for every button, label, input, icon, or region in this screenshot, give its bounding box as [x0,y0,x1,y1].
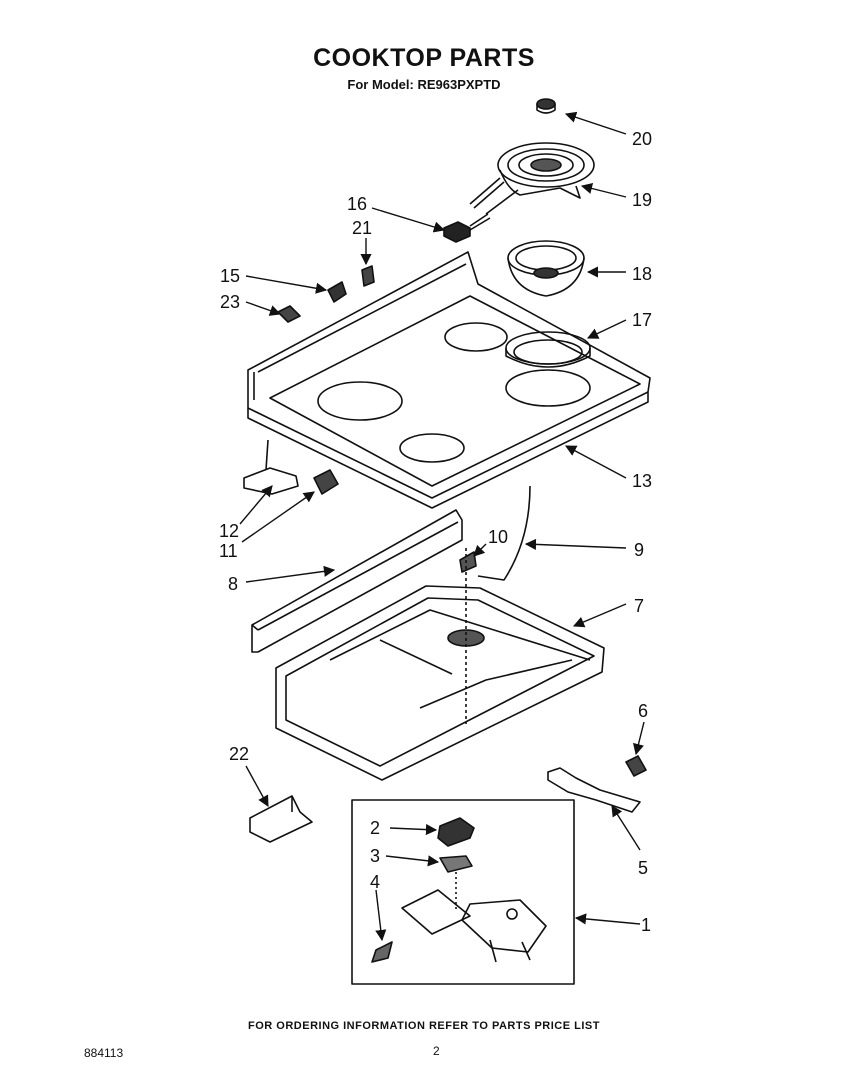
page-number: 2 [433,1044,440,1058]
callout-8: 8 [228,574,238,594]
callout-10: 10 [488,527,508,547]
callout-15: 15 [220,266,240,286]
model-subtitle: For Model: RE963PXPTD [347,77,501,92]
callout-17: 17 [632,310,652,330]
part-18-drip-bowl [507,240,585,297]
part-22-mounting-bracket [249,795,313,843]
part-10-support-clip [459,551,477,573]
callout-labels: 20 19 16 21 18 15 23 17 13 12 11 10 9 8 … [219,129,652,935]
part-9-support-rod [477,485,531,581]
callout-22: 22 [229,744,249,764]
leader-lines [239,111,645,942]
callout-9: 9 [634,540,644,560]
part-3-insulator [439,855,473,873]
part-20-knob-cap [536,98,556,114]
part-23-clip [277,305,301,323]
part-19-surface-element [469,142,595,215]
part-15-bracket [327,281,347,303]
part-2-switch [437,817,475,847]
document-number: 884113 [84,1046,124,1060]
callout-4: 4 [370,872,380,892]
part-12-hinge-pin [243,439,299,495]
callout-20: 20 [632,129,652,149]
switch-assembly-box [351,799,575,985]
callout-12: 12 [219,521,239,541]
callout-21: 21 [352,218,372,238]
part-13-cooktop [247,251,651,509]
callout-19: 19 [632,190,652,210]
callout-3: 3 [370,846,380,866]
part-16-terminal-block [443,213,491,243]
ordering-note: FOR ORDERING INFORMATION REFER TO PARTS … [248,1020,600,1032]
callout-5: 5 [638,858,648,878]
callout-18: 18 [632,264,652,284]
callout-11: 11 [219,541,238,561]
callout-23: 23 [220,292,240,312]
part-1-infinite-switch [401,872,547,963]
callout-13: 13 [632,471,652,491]
part-7-burner-box [275,548,605,781]
part-4-label [371,941,393,963]
part-6-clip [625,755,647,777]
page-title: COOKTOP PARTS [313,44,535,72]
callout-2: 2 [370,818,380,838]
part-21-clip [361,265,375,287]
part-8-rear-channel [251,509,463,653]
part-11-spacer [313,469,339,495]
callout-16: 16 [347,194,367,214]
part-5-strap [547,767,641,813]
callout-6: 6 [638,701,648,721]
callout-1: 1 [641,915,651,935]
callout-7: 7 [634,596,644,616]
